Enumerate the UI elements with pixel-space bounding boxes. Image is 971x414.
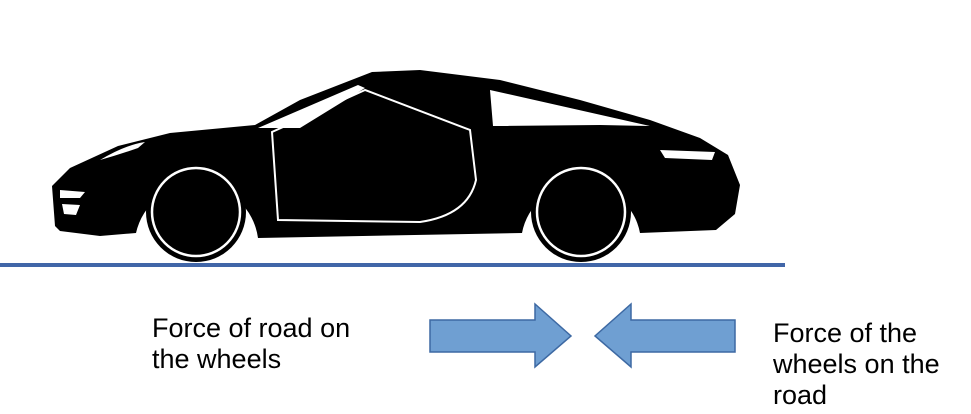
car-silhouette bbox=[52, 70, 740, 262]
arrow-left-icon bbox=[593, 302, 736, 369]
label-force-road-on-wheels: Force of road on the wheels bbox=[152, 313, 351, 374]
label-force-wheels-on-road: Force of the wheels on the road bbox=[773, 318, 940, 410]
arrow-right-icon bbox=[429, 302, 573, 369]
